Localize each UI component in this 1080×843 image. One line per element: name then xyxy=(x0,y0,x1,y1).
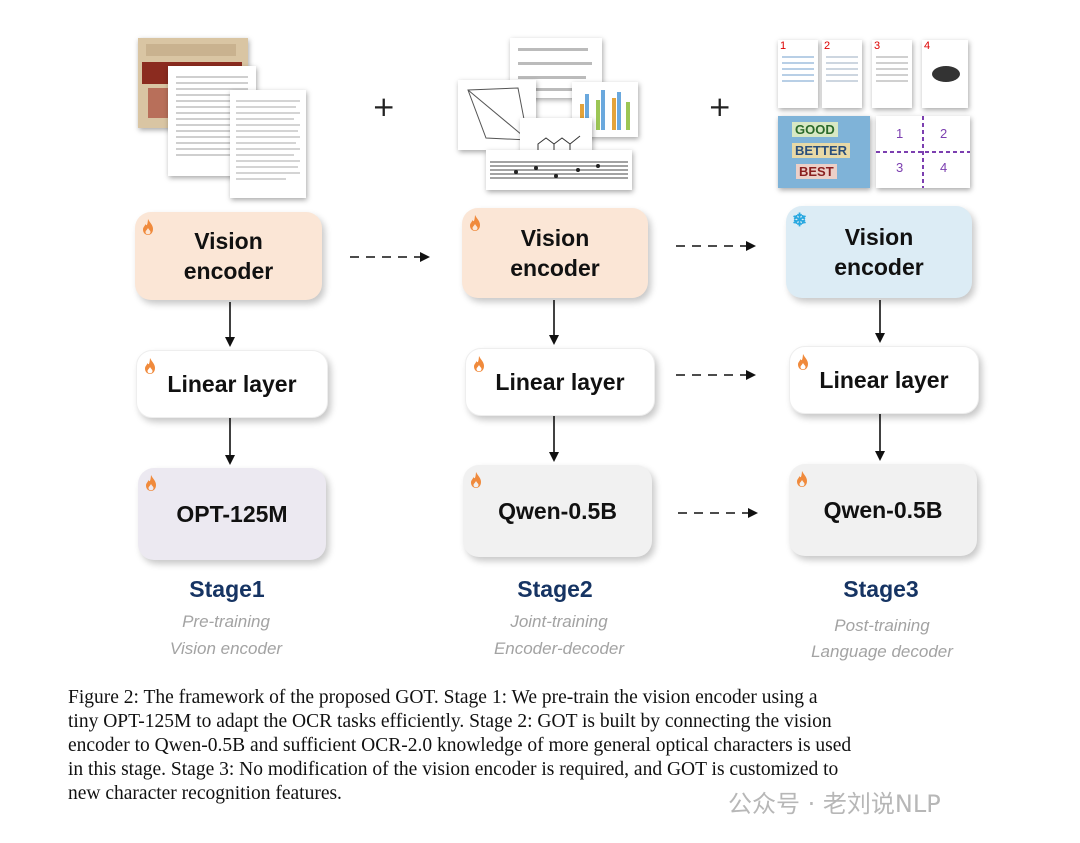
stage3-input-images: 1 2 3 4 GOOD BETTER BEST 1 2 3 4 xyxy=(778,40,974,190)
stage2-linear-layer-label: Linear layer xyxy=(495,369,625,395)
page-number-1: 1 xyxy=(780,40,787,52)
stage3-vision-encoder-label: Vision encoder xyxy=(834,224,924,280)
stage1-decoder-label: OPT-125M xyxy=(176,501,288,527)
plus-sign-2: + xyxy=(708,90,732,123)
stage1-linear-layer-label: Linear layer xyxy=(167,371,297,397)
stage2-subtitle-line1: Joint-training xyxy=(510,612,608,631)
flame-icon xyxy=(474,356,484,372)
document-page-2 xyxy=(230,90,306,198)
caption-line-5: new character recognition features. xyxy=(68,783,342,804)
stage3-linear-layer-label: Linear layer xyxy=(819,367,949,393)
stage3-subtitle-line1: Post-training xyxy=(834,616,930,635)
multi-page-doc-4: 4 xyxy=(922,40,968,108)
stage2-subtitle-line2: Encoder-decoder xyxy=(493,639,625,658)
stage1-vision-encoder: Vision encoder xyxy=(135,212,322,300)
good-better-best-sign: GOOD BETTER BEST xyxy=(778,116,870,188)
stage1-subtitle-line2: Vision encoder xyxy=(169,639,283,658)
snowflake-icon: ❄ xyxy=(792,210,808,230)
stage3-subtitle-line2: Language decoder xyxy=(811,642,953,661)
stage1-input-images xyxy=(138,38,308,198)
caption-line-4: in this stage. Stage 3: No modification … xyxy=(68,759,839,780)
stage3-decoder-label: Qwen-0.5B xyxy=(823,497,943,523)
caption-line-3: encoder to Qwen-0.5B and sufficient OCR-… xyxy=(68,735,852,756)
sign-good: GOOD xyxy=(792,122,838,137)
multi-page-doc-3: 3 xyxy=(872,40,912,108)
flame-icon xyxy=(143,219,153,235)
sign-best: BEST xyxy=(796,164,837,179)
plus-sign-1: + xyxy=(372,90,396,123)
flame-icon xyxy=(145,358,155,374)
region-grid-doc: 1 2 3 4 xyxy=(876,116,970,188)
stage2-title: Stage2 xyxy=(517,576,593,602)
stage1-linear-layer: Linear layer xyxy=(136,350,328,418)
sign-better: BETTER xyxy=(792,143,850,158)
flame-icon xyxy=(470,215,480,231)
grid-number-1: 1 xyxy=(896,126,904,141)
page-number-4: 4 xyxy=(924,40,931,52)
flame-icon xyxy=(798,354,808,370)
stage3-title: Stage3 xyxy=(843,576,919,602)
stage2-decoder: Qwen-0.5B xyxy=(463,465,652,557)
flame-icon xyxy=(146,475,156,491)
grid-number-2: 2 xyxy=(940,126,948,141)
stage1-vision-encoder-label: Vision encoder xyxy=(183,228,274,284)
stage3-linear-layer: Linear layer xyxy=(789,346,979,414)
stage2-vision-encoder-label: Vision encoder xyxy=(510,225,600,281)
stage2-input-images xyxy=(458,38,638,193)
figure-caption: Figure 2: The framework of the proposed … xyxy=(68,686,1044,806)
stage3-decoder: Qwen-0.5B xyxy=(789,464,977,556)
sheet-music-image xyxy=(486,150,632,190)
stage1-subtitle-line1: Pre-training xyxy=(182,612,270,631)
grid-number-4: 4 xyxy=(940,160,948,175)
stage1-title: Stage1 xyxy=(189,576,265,602)
multi-page-doc-1: 1 xyxy=(778,40,818,108)
page-number-3: 3 xyxy=(874,40,881,52)
watermark: 公众号 · 老刘说NLP xyxy=(728,790,941,818)
stage1-decoder: OPT-125M xyxy=(138,468,326,560)
stage2-decoder-label: Qwen-0.5B xyxy=(498,498,617,524)
stage2-linear-layer: Linear layer xyxy=(465,348,655,416)
stage3-vision-encoder: ❄ Vision encoder xyxy=(786,206,972,298)
caption-line-2: tiny OPT-125M to adapt the OCR tasks eff… xyxy=(68,711,832,732)
caption-line-1: Figure 2: The framework of the proposed … xyxy=(68,687,818,708)
page-number-2: 2 xyxy=(824,40,831,52)
multi-page-doc-2: 2 xyxy=(822,40,862,108)
flame-icon xyxy=(797,471,807,487)
flame-icon xyxy=(471,472,481,488)
stage2-vision-encoder: Vision encoder xyxy=(462,208,648,298)
grid-number-3: 3 xyxy=(896,160,904,175)
